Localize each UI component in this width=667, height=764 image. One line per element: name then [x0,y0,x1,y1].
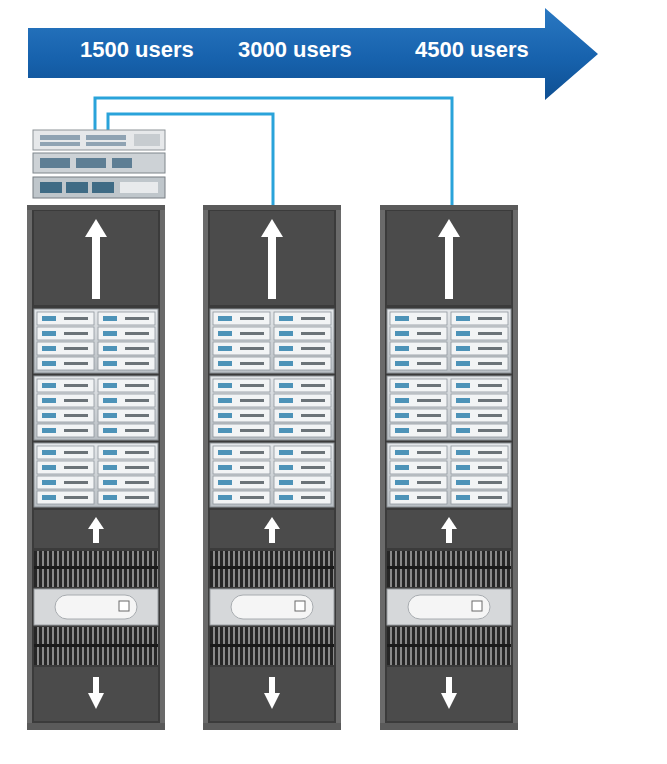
user-count-label: 1500 users [80,37,194,62]
banner-arrow: 1500 users 3000 users 4500 users [28,8,600,100]
user-count-label: 4500 users [415,37,529,62]
user-count-label: 3000 users [238,37,352,62]
